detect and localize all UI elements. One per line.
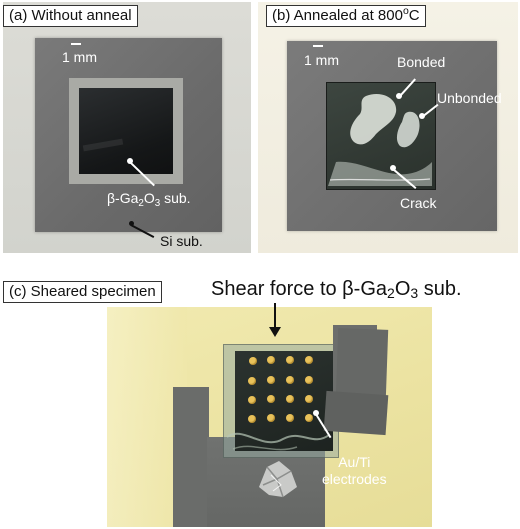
electrode-dot [249, 357, 257, 365]
electrode-dot [305, 376, 313, 384]
label-au-ti-electrodes: Au/Ti electrodes [322, 454, 387, 488]
ga2o3-substrate [79, 88, 173, 174]
electrode-dot [286, 414, 294, 422]
electrode-dot [248, 396, 256, 404]
label-crack: Crack [400, 195, 437, 211]
electrode-dot [305, 356, 313, 364]
leader-dot-si [129, 221, 134, 226]
electrode-dot [305, 395, 313, 403]
label-bonded: Bonded [397, 54, 446, 70]
unbonded-region [396, 111, 420, 148]
panel-b-caption: (b) Annealed at 800oC [266, 5, 426, 27]
label-unbonded: Unbonded [437, 90, 502, 106]
shear-force-title: Shear force to β-Ga2O3 sub. [211, 278, 462, 301]
electrode-dot [267, 356, 275, 364]
leader-dot-bonded [396, 93, 402, 99]
electrode-dot [248, 377, 256, 385]
si-fragment-left [173, 387, 209, 527]
metal-debris [259, 461, 297, 498]
shear-arrow-head [269, 327, 281, 337]
bonding-pattern [328, 93, 432, 186]
shear-arrow-shaft [274, 303, 276, 329]
label-au-line2: electrodes [322, 471, 387, 487]
scale-label: 1 mm [304, 52, 339, 68]
si-fragment-right [335, 328, 389, 400]
electrode-dot [286, 356, 294, 364]
crack-line [329, 178, 431, 181]
label-ga2o3-sub: β-Ga2O3 sub. [107, 190, 191, 209]
panel-b-photo: 1 mm [258, 2, 518, 253]
leader-dot-ga [127, 158, 133, 164]
scale-label: 1 mm [62, 49, 97, 65]
scale-bar [71, 43, 81, 45]
edge-region [328, 161, 432, 186]
panel-c-photo [107, 307, 432, 527]
si-fragment-right-bottom [323, 390, 389, 436]
panel-a-caption: (a) Without anneal [3, 5, 138, 27]
label-si-sub: Si sub. [160, 233, 203, 249]
panel-a-photo: 1 mm [3, 2, 251, 253]
electrode-dot [267, 395, 275, 403]
electrode-dot [286, 395, 294, 403]
electrode-dot [305, 414, 313, 422]
leader-dot-unbonded [419, 113, 425, 119]
electrode-dot [267, 414, 275, 422]
electrode-dot [248, 415, 256, 423]
leader-dot-au [313, 410, 319, 416]
leader-dot-crack [390, 165, 396, 171]
panel-c-caption: (c) Sheared specimen [3, 281, 162, 303]
electrode-dot [267, 376, 275, 384]
residue-pattern [226, 432, 330, 451]
bonded-region [350, 93, 397, 145]
label-au-line1: Au/Ti [338, 454, 371, 470]
scale-bar [313, 45, 323, 47]
electrode-dot [286, 376, 294, 384]
